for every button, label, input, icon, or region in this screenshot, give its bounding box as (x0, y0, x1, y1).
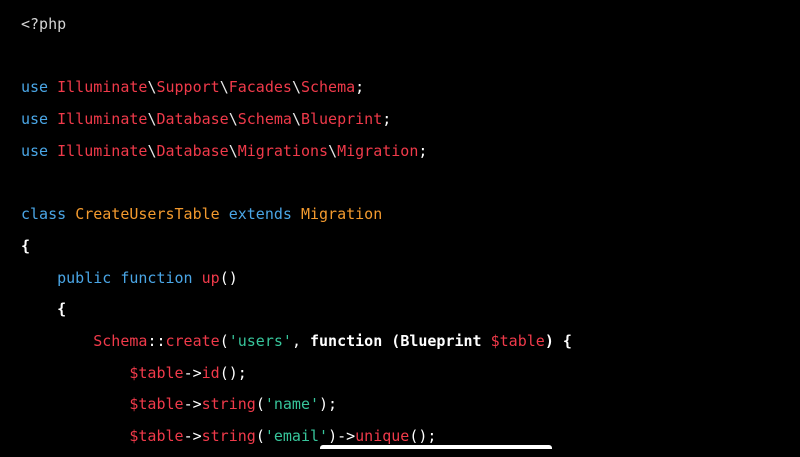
token-cls: Migration (300, 205, 383, 224)
token-bold: function (310, 331, 392, 350)
token-plain: , (291, 331, 310, 350)
token-ns: Migration (337, 141, 419, 160)
token-plain: -> (183, 426, 202, 445)
token-plain: ( (219, 331, 229, 350)
token-ns: Illuminate (57, 141, 148, 160)
token-ns: Facades (228, 78, 292, 97)
token-str: 'users' (228, 331, 292, 350)
token-fn: string (201, 395, 256, 414)
token-sep: \ (228, 141, 238, 160)
code-line (21, 45, 800, 77)
code-line: Schema::create('users', function (Bluepr… (21, 330, 800, 362)
token-str: 'name' (264, 395, 320, 414)
token-fn: create (165, 331, 220, 350)
token-sep: \ (228, 110, 238, 129)
token-kw: use (21, 110, 58, 129)
token-fn: unique (355, 426, 410, 445)
code-line: use Illuminate\Database\Migrations\Migra… (21, 140, 800, 172)
token-var: $table (129, 395, 184, 414)
token-kw: class (21, 205, 76, 224)
code-line: $table->string('name'); (21, 393, 800, 425)
token-plain: )-> (328, 426, 356, 445)
token-bold: Blueprint (400, 331, 491, 350)
token-sep: \ (147, 110, 157, 129)
token-kw: use (21, 141, 58, 160)
indent (21, 332, 93, 350)
code-line: { (21, 298, 800, 330)
token-bold: ( (391, 331, 401, 350)
token-ns: Support (156, 78, 220, 97)
token-str: 'email' (264, 426, 329, 445)
token-plain: ; (382, 110, 392, 129)
token-sep: \ (291, 78, 301, 97)
token-var: $table (129, 426, 184, 445)
token-var: $table (129, 363, 184, 382)
indent (21, 300, 57, 318)
code-line: use Illuminate\Database\Schema\Blueprint… (21, 108, 800, 140)
token-ns: Blueprint (300, 110, 383, 129)
token-sep: \ (219, 78, 229, 97)
token-var: $table (490, 331, 545, 350)
code-line: public function up() (21, 267, 800, 299)
code-line: use Illuminate\Support\Facades\Schema; (21, 76, 800, 108)
token-sep: \ (291, 110, 301, 129)
token-kw: extends (228, 205, 301, 224)
token-bold: { (57, 300, 67, 319)
code-line: class CreateUsersTable extends Migration (21, 203, 800, 235)
token-plain: ; (355, 78, 365, 97)
code-line: <?php (21, 13, 800, 45)
horizontal-scrollbar[interactable] (320, 445, 552, 449)
token-cls: CreateUsersTable (75, 205, 229, 224)
token-kw: public (57, 268, 121, 287)
token-kw: use (21, 78, 58, 97)
token-fn: up (201, 268, 220, 287)
token-sep: \ (147, 78, 157, 97)
token-fn: string (201, 426, 256, 445)
token-plain: (); (219, 363, 247, 382)
token-fn: id (201, 363, 220, 382)
token-ns: Illuminate (57, 110, 148, 129)
token-plain: ( (255, 426, 265, 445)
token-plain: -> (183, 363, 202, 382)
token-bold: { (21, 236, 31, 255)
token-ns: Schema (300, 78, 356, 97)
indent (21, 269, 57, 287)
token-plain: -> (183, 395, 202, 414)
token-plain: ); (319, 395, 338, 414)
token-plain: (); (409, 426, 437, 445)
token-plain: :: (147, 331, 166, 350)
token-ns: Migrations (237, 141, 329, 160)
token-sep: \ (328, 141, 338, 160)
code-line: { (21, 235, 800, 267)
token-sep: \ (147, 141, 157, 160)
token-ns: Schema (237, 110, 292, 129)
token-kw: function (120, 268, 202, 287)
token-tag: <?php (21, 15, 67, 33)
token-plain: () (219, 268, 238, 287)
code-line (21, 171, 800, 203)
code-line: $table->string('email')->unique(); (21, 425, 800, 457)
indent (21, 427, 129, 445)
token-plain: ( (255, 395, 265, 414)
token-ns: Database (156, 141, 229, 160)
token-ns: Illuminate (57, 78, 148, 97)
token-bold: ) { (544, 331, 572, 350)
token-ns: Schema (93, 331, 148, 350)
indent (21, 395, 129, 413)
indent (21, 364, 129, 382)
token-ns: Database (156, 110, 229, 129)
code-line: $table->id(); (21, 362, 800, 394)
token-plain: ; (418, 141, 428, 160)
